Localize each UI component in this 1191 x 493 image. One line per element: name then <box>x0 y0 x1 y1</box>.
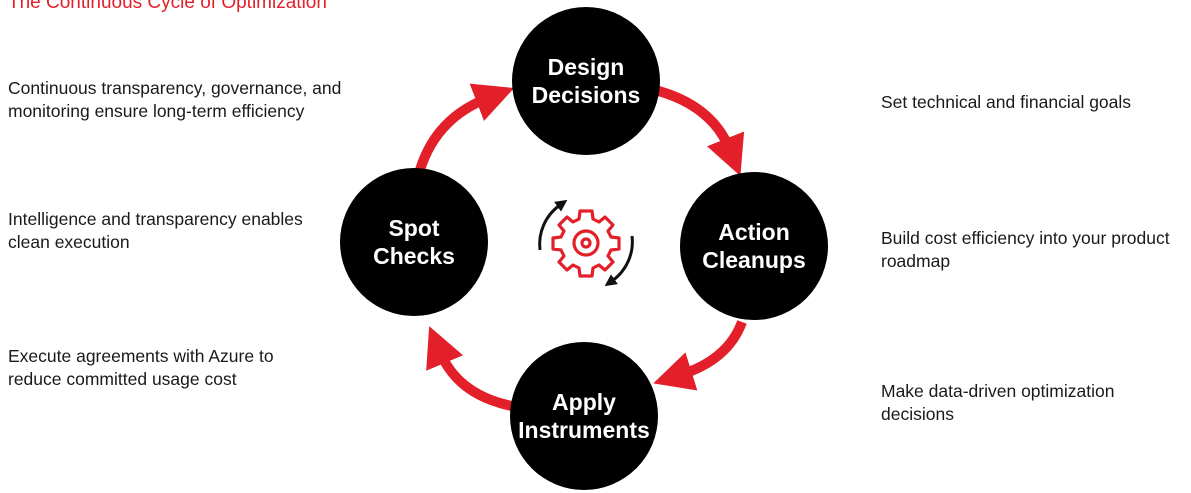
arrow-spot-to-design <box>415 83 515 172</box>
note-set-goals: Set technical and financial goals <box>881 92 1132 112</box>
node-apply-instruments: Apply Instruments <box>510 342 658 490</box>
node-action-cleanups: Action Cleanups <box>680 172 828 320</box>
node-spot-line2: Checks <box>373 243 455 269</box>
note-data-driven: Make data-driven optimization decisions <box>881 381 1115 424</box>
arrow-apply-to-spot <box>426 326 514 411</box>
diagram-title: The Continuous Cycle of Optimization <box>8 0 327 13</box>
node-apply-line1: Apply <box>552 389 616 415</box>
note-azure-agreements: Execute agreements with Azure to reduce … <box>8 346 274 389</box>
node-spot-line1: Spot <box>388 215 440 241</box>
node-action-line2: Cleanups <box>702 247 806 273</box>
note-clean-execution: Intelligence and transparency enables cl… <box>8 209 303 252</box>
note-continuous-monitoring: Continuous transparency, governance, and… <box>8 78 342 121</box>
arrow-design-to-action <box>653 85 745 176</box>
arrow-action-to-apply <box>653 320 747 391</box>
node-spot-checks: Spot Checks <box>340 168 488 316</box>
node-action-line1: Action <box>718 219 790 245</box>
node-design-line1: Design <box>547 54 625 80</box>
node-apply-line2: Instruments <box>518 417 650 443</box>
node-design-line2: Decisions <box>531 82 641 108</box>
node-design-decisions: Design Decisions <box>512 7 660 155</box>
note-cost-efficiency: Build cost efficiency into your product … <box>881 228 1170 271</box>
gear-cycle-icon <box>538 199 634 287</box>
